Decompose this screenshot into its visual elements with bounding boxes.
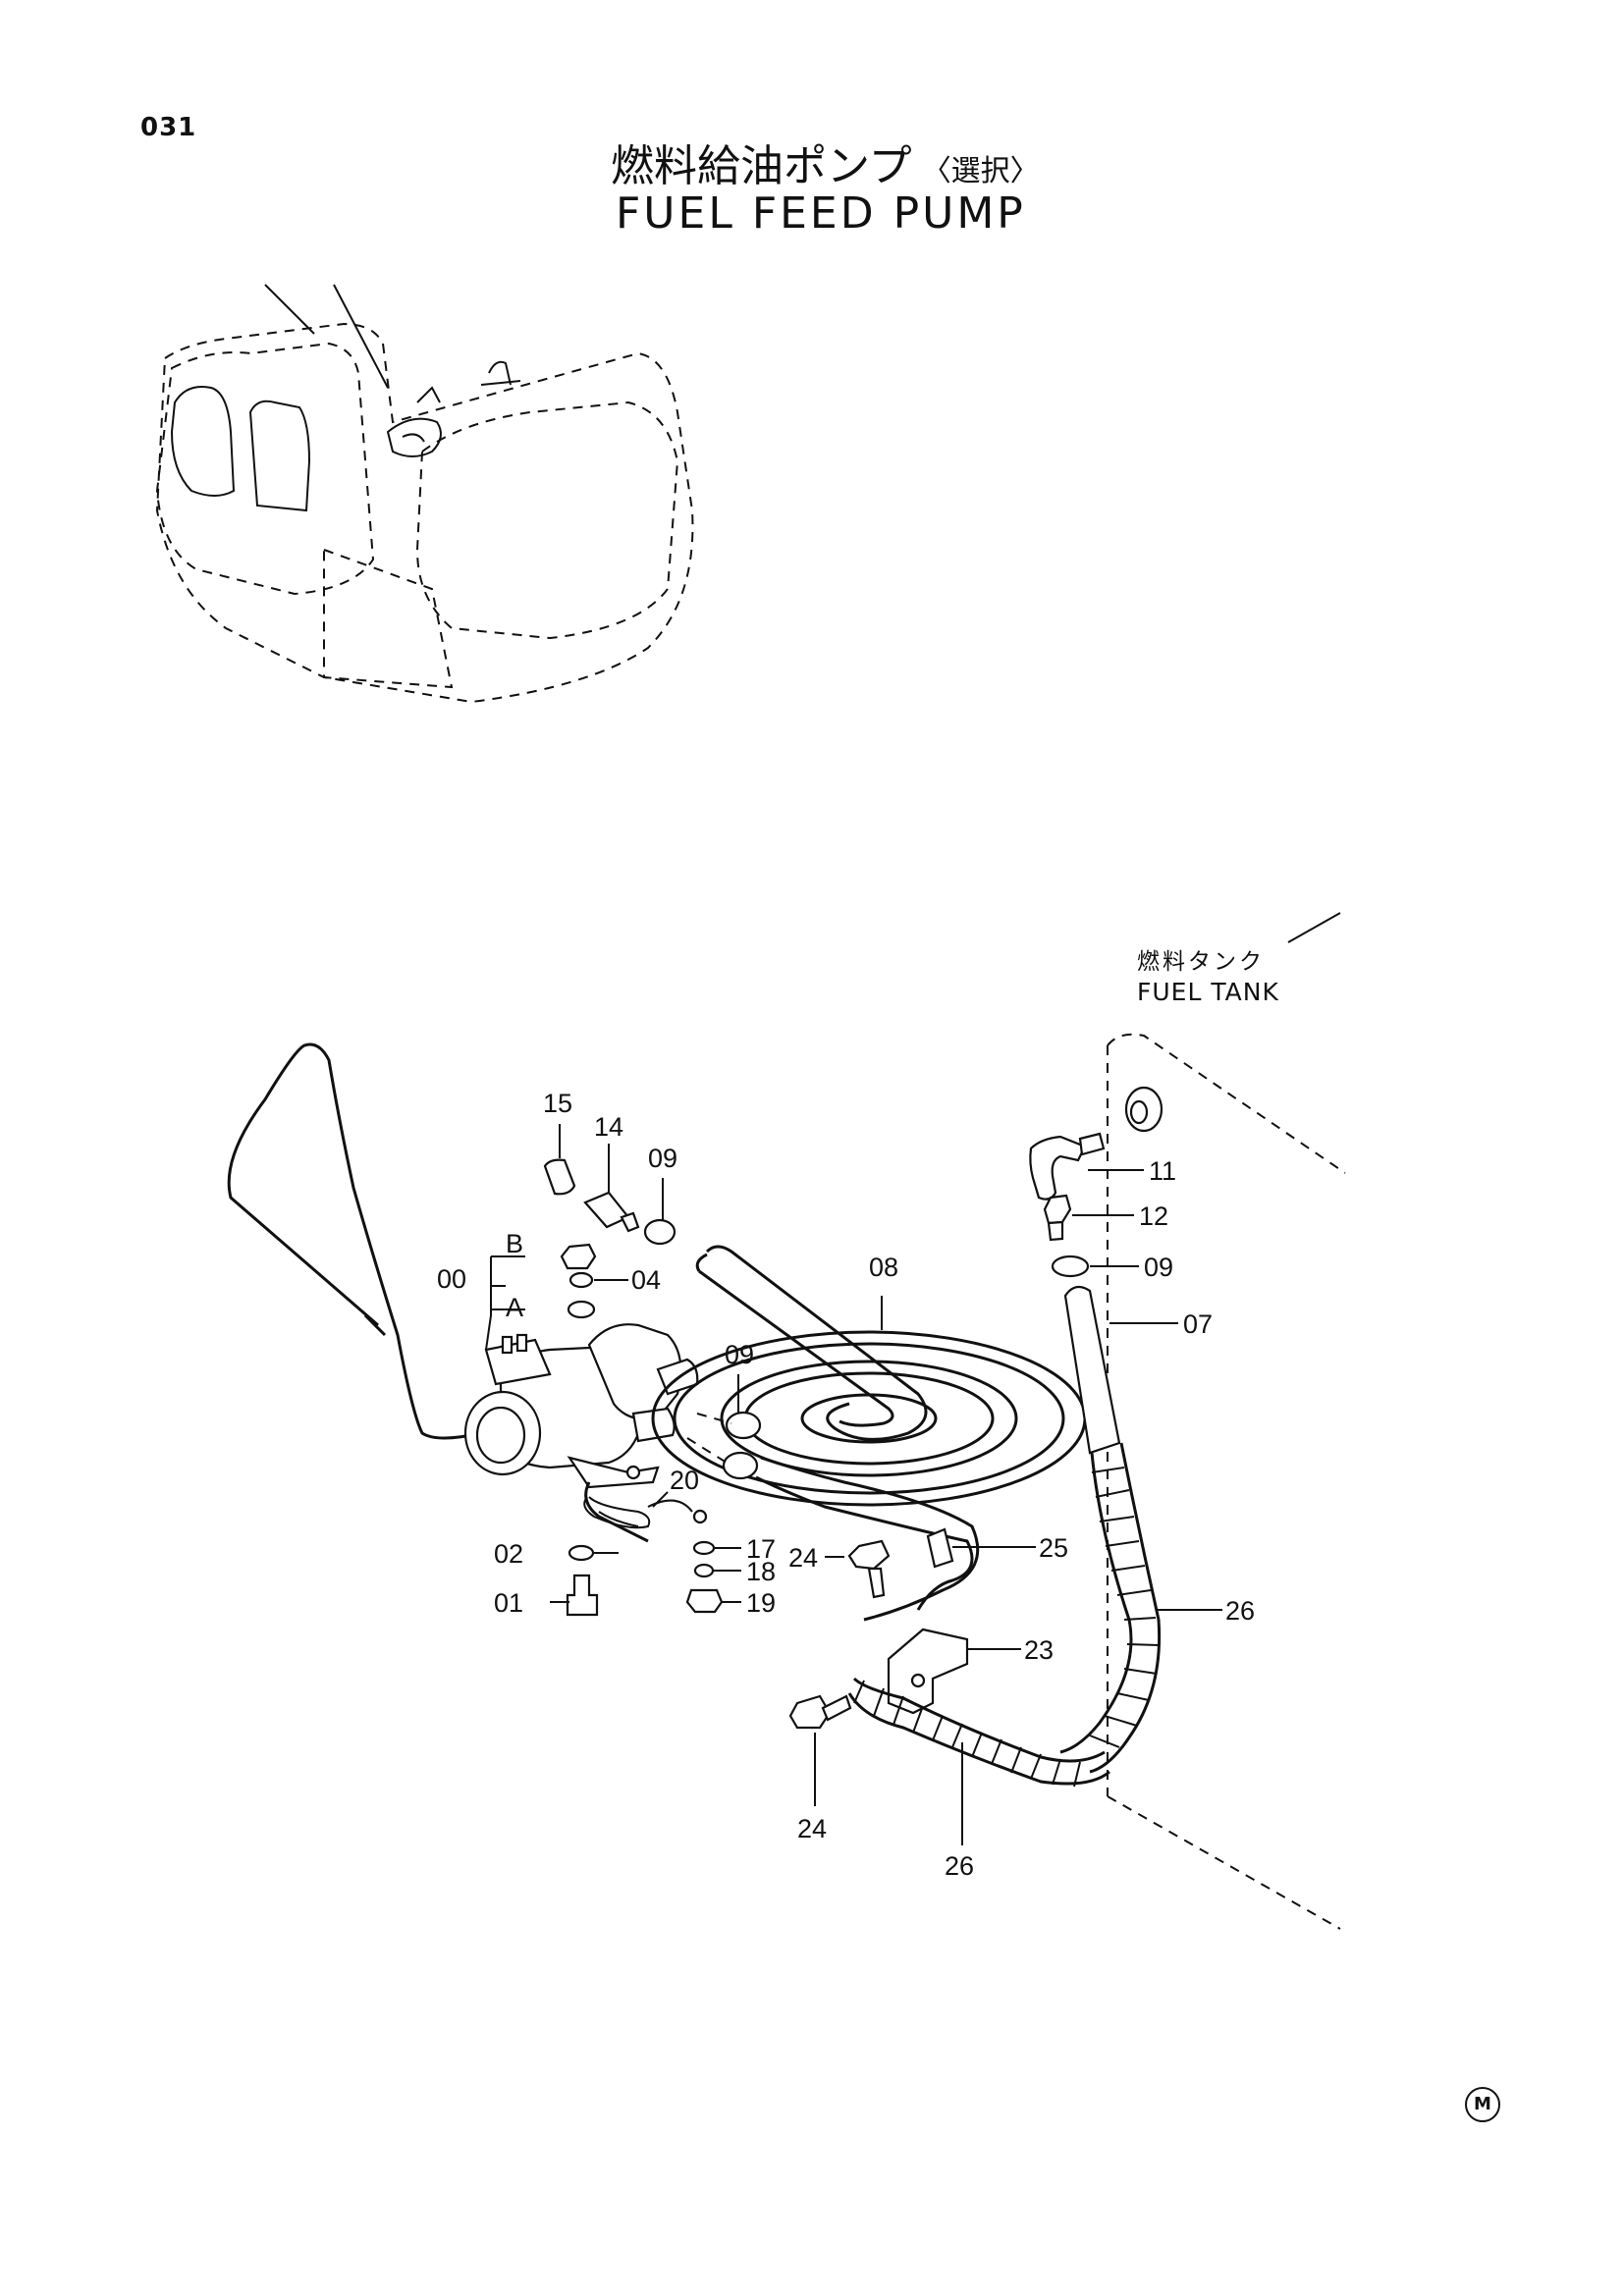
callout-18: 18 — [746, 1557, 776, 1586]
part-01-bolt — [566, 1574, 599, 1617]
maker-mark: M — [1465, 2087, 1500, 2122]
part-09-clamp-tank — [1051, 1255, 1090, 1278]
pump-location-highlight — [386, 386, 442, 457]
part-23-bracket — [887, 1628, 969, 1715]
callout-26-right: 26 — [1225, 1596, 1255, 1626]
part-07-hose — [1063, 1285, 1121, 1455]
part-18-lock-washer — [693, 1563, 715, 1578]
outlet-hose-upper — [755, 1475, 974, 1611]
callout-11: 11 — [1149, 1156, 1176, 1186]
part-24-bolt-upper — [847, 1539, 891, 1571]
part-15-adapter — [543, 1158, 576, 1196]
callout-07: 07 — [1183, 1309, 1213, 1339]
part-25-clamp — [926, 1527, 954, 1569]
callout-19: 19 — [746, 1588, 776, 1618]
part-b-nut — [560, 1243, 597, 1270]
cab-window-side — [248, 400, 311, 512]
fuel-tank-drawing — [1107, 912, 1346, 1930]
callout-08: 08 — [869, 1253, 898, 1282]
part-24-bolt-lower-shank — [821, 1694, 852, 1722]
pump-mounting-bracket — [567, 1456, 660, 1489]
callout-25: 25 — [1039, 1533, 1068, 1563]
callout-23: 23 — [1024, 1635, 1054, 1665]
part-12-nipple — [1043, 1194, 1072, 1225]
page-number: 031 — [140, 113, 197, 142]
part-09-clamp-lower-a — [725, 1411, 762, 1440]
callout-12: 12 — [1139, 1201, 1168, 1231]
part-24-bolt-lower — [788, 1694, 832, 1730]
callout-09-upper: 09 — [648, 1144, 677, 1173]
excavator-body-outline — [155, 322, 694, 704]
part-02-washer — [568, 1544, 595, 1562]
bracket-hole — [625, 1465, 641, 1480]
sensor-wire — [227, 1042, 493, 1440]
pump-hose-connection — [686, 1413, 732, 1464]
callout-20: 20 — [670, 1466, 699, 1495]
callout-17: 17 — [746, 1534, 776, 1564]
callout-15: 15 — [543, 1089, 572, 1118]
part-09-clamp-upper — [643, 1218, 676, 1246]
part-26-protector-lower — [847, 1677, 1110, 1788]
part-20-wire-harness — [583, 1481, 708, 1543]
tank-edge-top — [1107, 1033, 1346, 1174]
part-09-clamp-lower-b — [722, 1451, 759, 1480]
boom-arm — [264, 284, 389, 389]
part-08-coiled-hose — [651, 1245, 1087, 1507]
cab-window-front — [170, 386, 236, 497]
callout-14: 14 — [594, 1112, 623, 1142]
part-11-elbow-thread — [1078, 1132, 1106, 1156]
title-japanese: 燃料給油ポンプ〈選択〉 — [611, 131, 1040, 193]
tank-leader — [1287, 912, 1341, 943]
part-19-nut — [685, 1588, 724, 1614]
pump-terminal-post-a — [501, 1335, 514, 1355]
callout-01: 01 — [494, 1588, 523, 1618]
title-english: FUEL FEED PUMP — [616, 188, 1026, 239]
counterweight — [323, 548, 454, 689]
part-11-elbow — [1029, 1135, 1087, 1201]
callout-04: 04 — [631, 1265, 661, 1295]
leader-lines — [485, 1124, 1222, 1845]
callout-labels: 15 14 09 B 00 04 A 08 09 11 12 09 07 20 … — [437, 1089, 1255, 1881]
callout-09-middle: 09 — [725, 1340, 754, 1369]
pump-terminal-post-b — [515, 1333, 528, 1353]
callout-b: B — [506, 1229, 523, 1258]
excavator-overview — [155, 284, 694, 704]
part-04-lock-washer — [568, 1271, 594, 1289]
fuel-tank-label-en: FUEL TANK — [1137, 978, 1279, 1006]
sensor-probe — [363, 1313, 387, 1337]
excavator-cab — [155, 342, 375, 596]
callout-26-lower: 26 — [945, 1851, 974, 1881]
fuel-pump-assembly — [463, 1323, 699, 1489]
part-a-washer — [567, 1300, 596, 1319]
tank-port-inner — [1129, 1099, 1149, 1125]
bracket-23-hole — [910, 1673, 926, 1688]
part-12-nipple-tip — [1047, 1220, 1064, 1242]
callout-a: A — [506, 1293, 523, 1322]
tank-edge-bottom — [1107, 1795, 1341, 1930]
part-26-protector-right — [1059, 1442, 1162, 1774]
callout-02: 02 — [494, 1539, 523, 1569]
pump-motor-end-cap — [475, 1406, 526, 1465]
callout-00: 00 — [437, 1264, 466, 1294]
part-17-washer — [692, 1540, 716, 1556]
part-24-bolt-upper-shank — [867, 1567, 886, 1599]
callout-24-lower: 24 — [797, 1814, 827, 1843]
engine-cover — [415, 400, 679, 640]
callout-09-tank: 09 — [1144, 1253, 1173, 1282]
outlet-hose-lower — [760, 1456, 980, 1622]
callout-24-upper: 24 — [788, 1543, 818, 1573]
title-jp-main: 燃料給油ポンプ — [611, 141, 912, 191]
part-14-nipple-tip — [620, 1211, 640, 1233]
fuel-tank-label-jp: 燃料タンク — [1137, 949, 1265, 975]
title-jp-sub: 〈選択〉 — [921, 154, 1040, 188]
part-14-nipple — [583, 1191, 630, 1229]
fuel-tank-cap — [480, 360, 521, 386]
